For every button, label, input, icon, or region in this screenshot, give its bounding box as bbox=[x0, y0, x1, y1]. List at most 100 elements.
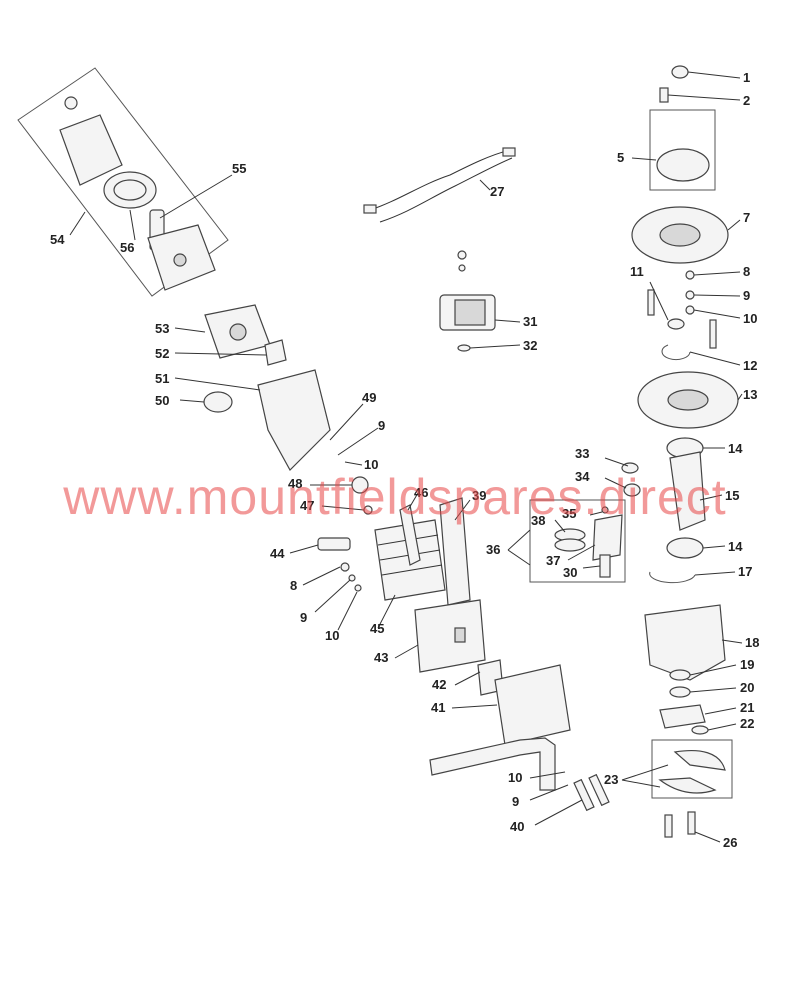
leader-47 bbox=[321, 505, 365, 511]
label-51: 51 bbox=[155, 371, 169, 386]
leader-50 bbox=[179, 399, 205, 403]
label-14b: 14 bbox=[728, 539, 743, 554]
spark-plug-44 bbox=[317, 537, 351, 551]
piston-ring-38b bbox=[554, 538, 586, 552]
leader-34 bbox=[604, 477, 627, 489]
ignition-coil-core bbox=[454, 299, 486, 326]
washer-19 bbox=[669, 669, 691, 681]
leader-55 bbox=[159, 174, 233, 219]
cylinder-group bbox=[317, 476, 610, 812]
washer-10c bbox=[354, 584, 362, 592]
leader-14b bbox=[702, 545, 726, 549]
leader-36b bbox=[507, 549, 531, 566]
impulse-valve-48 bbox=[351, 476, 369, 494]
leader-23a bbox=[621, 764, 669, 781]
label-52: 52 bbox=[155, 346, 169, 361]
wire-connector-right bbox=[502, 147, 516, 157]
air-filter-element-inner bbox=[113, 179, 147, 201]
label-34: 34 bbox=[575, 469, 590, 484]
screw-26a bbox=[664, 814, 673, 838]
label-38: 38 bbox=[531, 513, 545, 528]
air-filter-group bbox=[17, 67, 229, 297]
label-15: 15 bbox=[725, 488, 739, 503]
label-39: 39 bbox=[472, 488, 486, 503]
intake-manifold bbox=[257, 369, 331, 471]
leader-10d bbox=[529, 771, 566, 779]
leader-8b bbox=[302, 566, 341, 586]
label-30: 30 bbox=[563, 565, 577, 580]
washer-10 bbox=[685, 305, 695, 315]
leader-15 bbox=[699, 494, 723, 501]
washer-22 bbox=[691, 725, 709, 735]
label-10b: 10 bbox=[364, 457, 378, 472]
circlip-17 bbox=[649, 571, 696, 584]
label-26: 26 bbox=[723, 835, 737, 850]
heat-shield-43 bbox=[414, 599, 486, 673]
bearing-14b bbox=[666, 537, 704, 559]
label-31: 31 bbox=[523, 314, 537, 329]
label-54: 54 bbox=[50, 232, 65, 247]
crankcase-bore bbox=[667, 389, 709, 411]
label-18: 18 bbox=[745, 635, 759, 650]
label-22: 22 bbox=[740, 716, 754, 731]
label-5: 5 bbox=[617, 150, 624, 165]
circlip-35 bbox=[601, 506, 609, 514]
piston-group-frame bbox=[529, 499, 626, 583]
leader-19 bbox=[689, 664, 737, 676]
coil-screw bbox=[457, 250, 467, 260]
leader-42 bbox=[454, 671, 481, 686]
label-11: 11 bbox=[630, 264, 644, 279]
screw-right bbox=[709, 319, 717, 349]
leader-39 bbox=[454, 499, 471, 521]
carburetor-assembly bbox=[203, 304, 331, 471]
label-42: 42 bbox=[432, 677, 446, 692]
part-number-labels: 1 2 5 7 8 9 10 11 12 13 14 15 14 17 18 1… bbox=[50, 70, 759, 850]
leader-52 bbox=[174, 352, 267, 356]
label-13: 13 bbox=[743, 387, 757, 402]
leader-54 bbox=[69, 211, 86, 236]
label-9b: 9 bbox=[378, 418, 385, 433]
leader-9a bbox=[693, 294, 741, 297]
intake-boot bbox=[203, 391, 233, 413]
leader-22 bbox=[707, 723, 737, 731]
leader-37 bbox=[567, 544, 596, 561]
leader-23b bbox=[621, 779, 661, 788]
label-7: 7 bbox=[743, 210, 750, 225]
label-14a: 14 bbox=[728, 441, 743, 456]
label-27: 27 bbox=[490, 184, 504, 199]
label-48: 48 bbox=[288, 476, 302, 491]
leader-18 bbox=[721, 639, 743, 644]
screw-11 bbox=[647, 289, 655, 316]
leader-32 bbox=[469, 344, 521, 349]
label-10c: 10 bbox=[325, 628, 339, 643]
carburetor-gasket bbox=[264, 339, 287, 366]
leader-lines bbox=[69, 71, 743, 843]
screw-8 bbox=[685, 270, 695, 280]
leader-53 bbox=[174, 327, 206, 333]
label-41: 41 bbox=[431, 700, 445, 715]
leader-31 bbox=[494, 319, 521, 323]
label-21: 21 bbox=[740, 700, 754, 715]
label-20: 20 bbox=[740, 680, 754, 695]
filter-knob bbox=[64, 96, 78, 110]
flywheel-nut bbox=[671, 65, 689, 79]
label-32: 32 bbox=[523, 338, 537, 353]
washer-9c bbox=[348, 574, 356, 582]
gasket-46 bbox=[399, 504, 421, 566]
leader-30 bbox=[582, 565, 601, 569]
muffler-41 bbox=[494, 664, 571, 746]
piston-group bbox=[529, 462, 641, 583]
leader-38 bbox=[554, 519, 566, 533]
leader-10c bbox=[337, 591, 358, 631]
leader-40 bbox=[534, 799, 583, 826]
leader-17 bbox=[694, 571, 736, 576]
leader-8a bbox=[693, 271, 741, 276]
label-1: 1 bbox=[743, 70, 750, 85]
label-8a: 8 bbox=[743, 264, 750, 279]
label-40: 40 bbox=[510, 819, 524, 834]
leader-10a bbox=[693, 309, 741, 319]
coil-washer bbox=[458, 264, 466, 272]
leader-41 bbox=[451, 704, 498, 709]
leader-21 bbox=[704, 707, 737, 715]
